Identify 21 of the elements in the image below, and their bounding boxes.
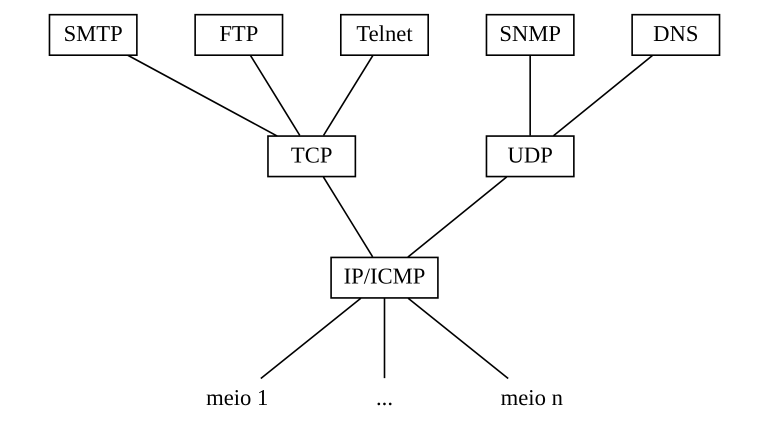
- node-box: IP/ICMP: [330, 256, 439, 299]
- node-box: FTP: [194, 14, 284, 56]
- node-text: meio n: [500, 385, 563, 410]
- node-box: Telnet: [340, 14, 429, 56]
- connector: [529, 56, 531, 136]
- node-text: meio 1: [206, 385, 268, 410]
- connector: [322, 55, 374, 136]
- connector: [407, 176, 508, 258]
- connector: [322, 176, 374, 258]
- connector: [250, 55, 300, 136]
- connector: [553, 54, 653, 136]
- node-box: SNMP: [486, 14, 575, 56]
- node-box: SMTP: [48, 14, 138, 56]
- node-box: UDP: [486, 135, 575, 178]
- connector: [384, 298, 386, 378]
- connector: [260, 298, 362, 380]
- connector: [408, 298, 509, 380]
- node-text: ...: [376, 385, 393, 410]
- node-box: DNS: [631, 14, 720, 56]
- node-box: TCP: [267, 135, 356, 178]
- connector: [127, 54, 278, 137]
